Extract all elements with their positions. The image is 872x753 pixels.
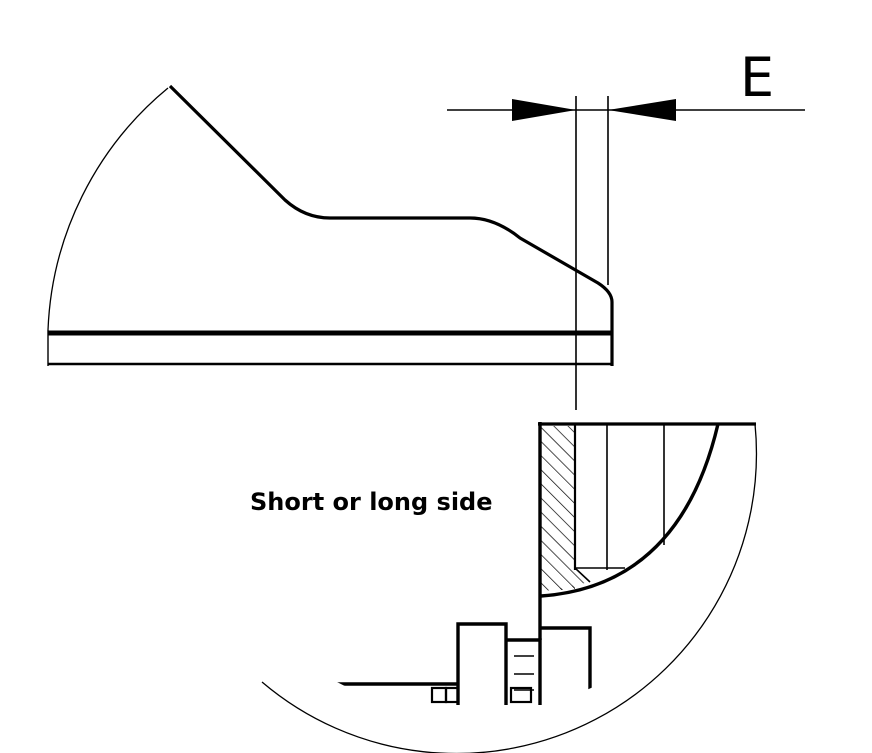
bolt-square-1 bbox=[430, 686, 448, 704]
bolt-square-3 bbox=[509, 686, 533, 704]
inner-fillet-curve bbox=[540, 423, 720, 598]
dimension-e: E bbox=[447, 46, 805, 410]
annotation-short-or-long-side: Short or long side bbox=[250, 488, 493, 516]
top-detail-view bbox=[47, 84, 614, 366]
flange-step-left bbox=[456, 622, 508, 705]
bottom-detail-view: Short or long side bbox=[250, 422, 758, 753]
bottom-detail-break-arc bbox=[261, 423, 758, 753]
dimension-label-e: E bbox=[740, 46, 774, 109]
bolt-square-2 bbox=[444, 686, 460, 704]
flange-gap-block bbox=[506, 638, 542, 705]
flange-step-right bbox=[540, 626, 592, 705]
arrowhead-right bbox=[608, 99, 676, 121]
profile-outline bbox=[168, 84, 614, 330]
arrowhead-left bbox=[512, 99, 576, 121]
weld-hatch bbox=[541, 565, 590, 592]
hatched-section bbox=[541, 426, 575, 590]
top-detail-break-arc bbox=[47, 87, 169, 331]
weld-line-b bbox=[574, 567, 591, 583]
